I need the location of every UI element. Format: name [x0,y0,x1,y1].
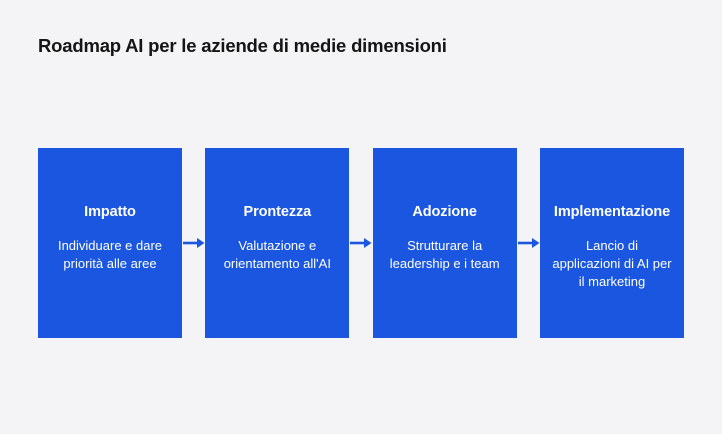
roadmap-flow: Impatto Individuare e dare priorità alle… [38,148,684,338]
roadmap-step-impatto: Impatto Individuare e dare priorità alle… [38,148,182,338]
step-title: Impatto [84,204,136,220]
roadmap-step-prontezza: Prontezza Valutazione e orientamento all… [205,148,350,338]
step-title: Prontezza [243,204,312,220]
arrow-right-icon [517,237,540,249]
page-title: Roadmap AI per le aziende di medie dimen… [38,35,447,56]
arrow-right-icon [182,237,205,249]
step-title: Adozione [412,204,477,220]
arrow-right-icon [349,237,372,249]
step-description: Lancio di applicazioni di AI per il mark… [552,238,672,289]
step-description: Individuare e dare priorità alle aree [57,238,163,271]
step-description: Valutazione e orientamento all'AI [223,238,331,271]
roadmap-step-adozione: Adozione Strutturare la leadership e i t… [372,148,517,338]
step-title: Implementazione [553,204,671,220]
roadmap-step-implementazione: Implementazione Lancio di applicazioni d… [539,148,684,338]
step-description: Strutturare la leadership e i team [389,238,500,271]
